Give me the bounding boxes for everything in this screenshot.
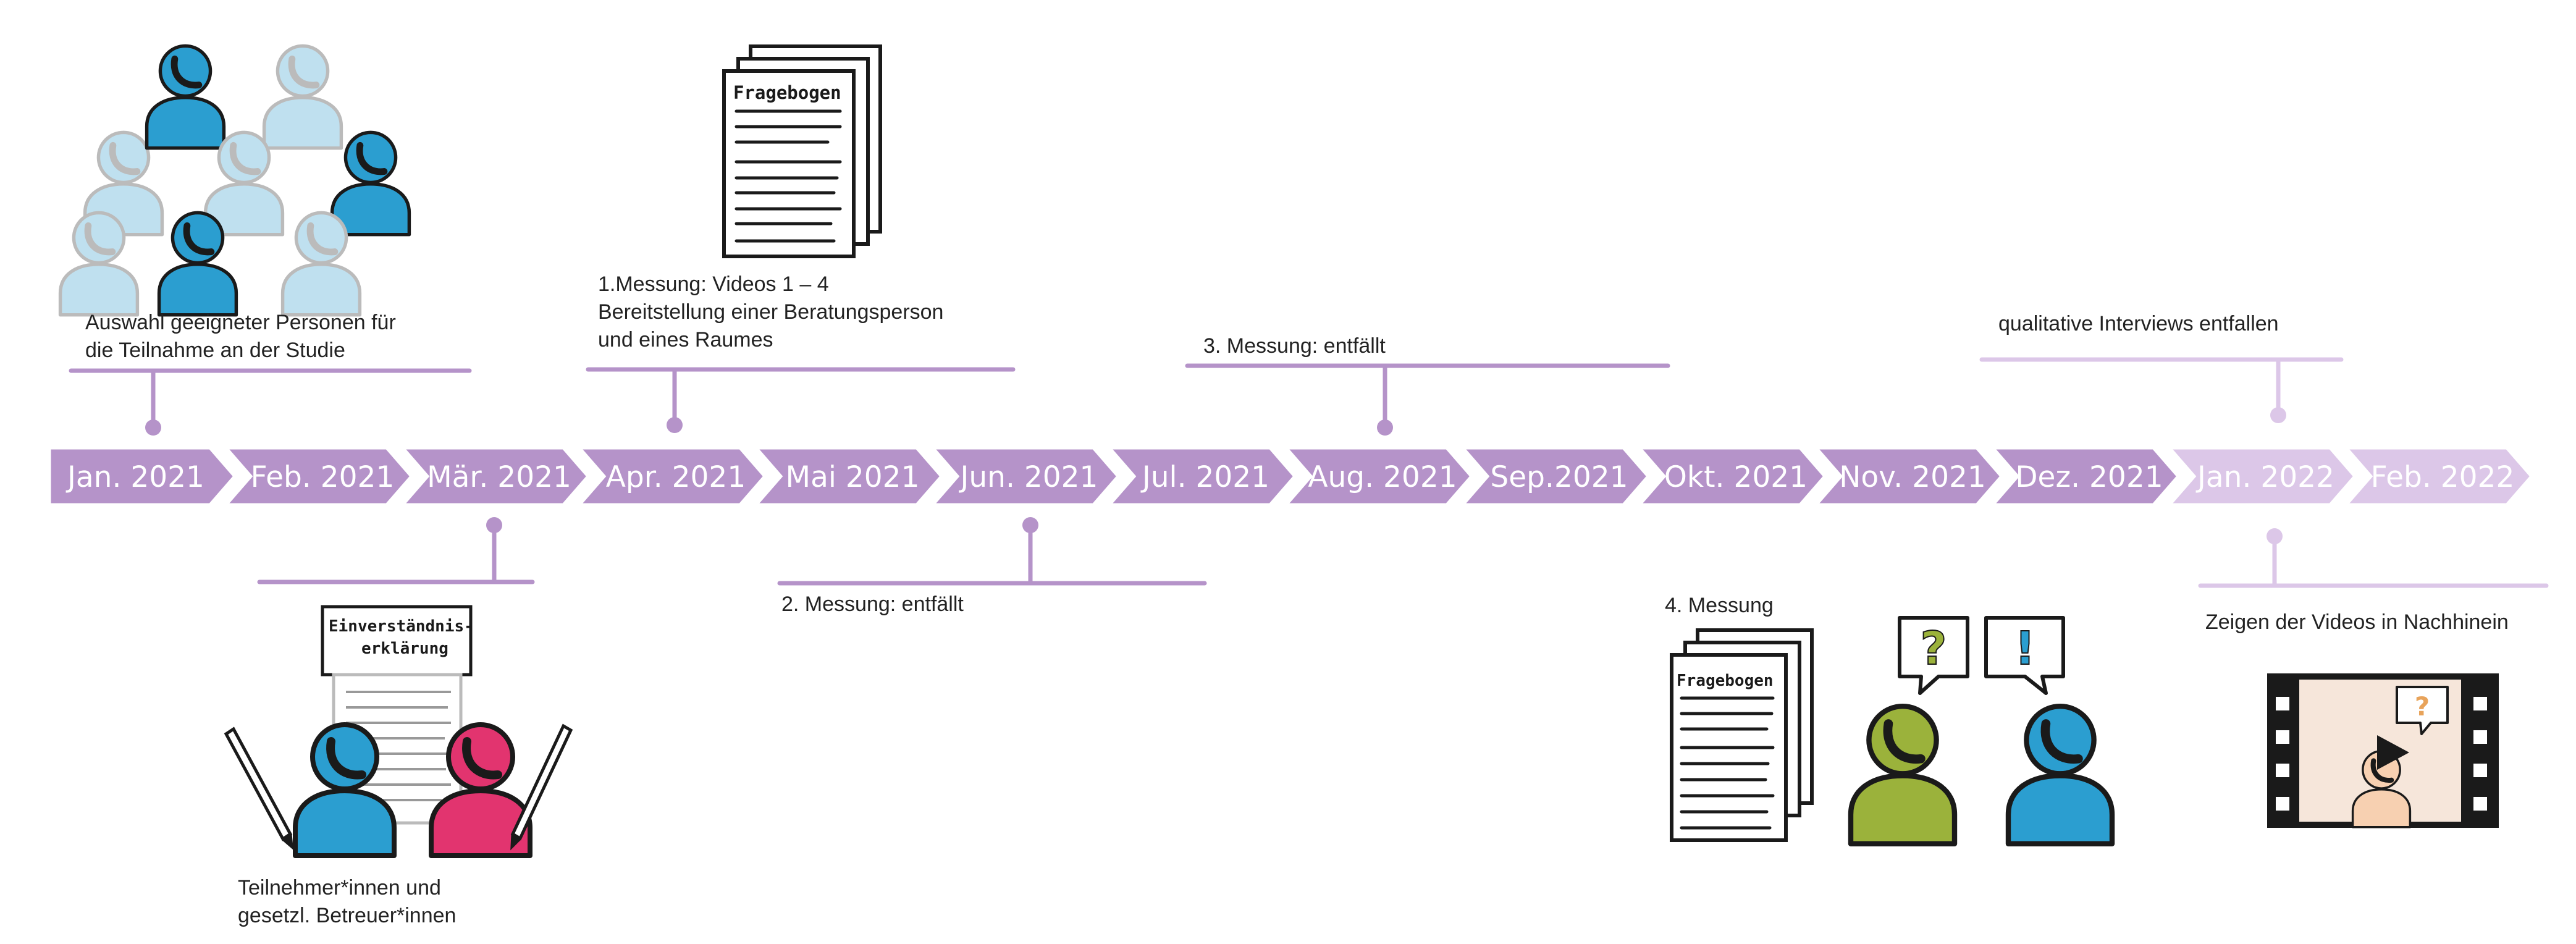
month-chevron-12 <box>1989 446 2181 507</box>
event-label-measurement-2: 2. Messung: entfällt <box>781 592 964 616</box>
person-icon <box>332 132 410 234</box>
month-label: Okt. 2021 <box>1664 460 1808 494</box>
interviewee-person-icon <box>2008 706 2112 844</box>
month-chevron-1 <box>48 446 237 507</box>
event-label-videos-shown: Zeigen der Videos in Nachhinein <box>2205 610 2509 634</box>
month-label: Feb. 2022 <box>2371 460 2515 494</box>
month-chevron-10 <box>1636 446 1827 507</box>
connector-measurement-3 <box>1185 363 1670 430</box>
month-chevron-11 <box>1812 446 2004 507</box>
month-chevron-row: Jan. 2021 Feb. 2021 Mär. 2021 Apr. 2021 Mai … <box>48 446 2534 507</box>
month-chevron-13 <box>2166 446 2357 507</box>
question-mark: ? <box>2415 691 2430 722</box>
event-connectors <box>69 357 2549 588</box>
person-icon <box>264 46 342 148</box>
questionnaire-title: Fragebogen <box>733 82 841 103</box>
event-label-interviews: qualitative Interviews entfallen <box>1998 312 2279 335</box>
month-label: Nov. 2021 <box>1839 460 1986 494</box>
month-label: Jun. 2021 <box>959 460 1098 494</box>
month-label: Jul. 2021 <box>1140 460 1269 494</box>
connector-interviews <box>1979 357 2344 418</box>
connector-dot-interviews <box>2270 407 2286 423</box>
play-icon <box>2377 735 2409 770</box>
connector-measurement-1 <box>586 367 1016 428</box>
connector-videos-shown <box>2198 534 2549 588</box>
people-group-illustration <box>61 46 410 314</box>
month-chevron-2 <box>222 446 414 507</box>
exclamation-mark: ! <box>2014 622 2035 675</box>
event-label-measurement-1: 1.Messung: Videos 1 – 4 Bereitstellung e… <box>598 272 944 352</box>
connector-dot-consent <box>486 517 502 533</box>
speech-bubble-question-icon: ? <box>2396 686 2449 735</box>
question-mark: ? <box>1921 622 1947 675</box>
month-label: Jan. 2021 <box>65 460 204 494</box>
consent-illustration: Einverständnis- erklärung <box>224 605 573 856</box>
month-chevron-8 <box>1282 446 1474 507</box>
connector-dot-videos-shown <box>2267 528 2283 544</box>
month-label: Feb. 2021 <box>251 460 395 494</box>
questionnaire-stack-icon: Fragebogen <box>722 44 882 258</box>
connector-dot-measurement-1 <box>667 417 683 433</box>
connector-dot-measurement-2 <box>1022 517 1038 533</box>
month-label: Mai 2021 <box>786 460 920 494</box>
connector-dot-measurement-3 <box>1377 419 1393 436</box>
month-label: Aug. 2021 <box>1308 460 1457 494</box>
connector-measurement-2 <box>777 523 1207 586</box>
month-label: Mär. 2021 <box>427 460 571 494</box>
connector-dot-selection <box>145 419 161 436</box>
month-label: Apr. 2021 <box>606 460 746 494</box>
questionnaire-title: Fragebogen <box>1677 672 1774 690</box>
event-label-consent: Teilnehmer*innen und gesetzl. Betreuer*i… <box>238 876 457 927</box>
month-label: Dez. 2021 <box>2015 460 2163 494</box>
pen-icon <box>510 723 573 851</box>
event-label-measurement-3: 3. Messung: entfällt <box>1203 334 1386 358</box>
consent-form-title-1: Einverständnis- <box>329 617 474 636</box>
video-film-icon: ? <box>2267 673 2499 828</box>
connector-consent <box>257 523 535 584</box>
interviewer-person-icon <box>1851 706 1955 844</box>
connector-selection <box>69 368 472 430</box>
speech-bubble-exclamation-icon: ! <box>1984 616 2065 695</box>
month-label: Jan. 2022 <box>2195 460 2334 494</box>
month-chevron-14 <box>2342 446 2534 507</box>
event-label-selection: Auswahl geeigneter Personen für die Teil… <box>85 311 396 362</box>
speech-bubble-question-icon: ? <box>1898 616 1969 695</box>
event-label-measurement-4: 4. Messung <box>1665 594 1774 617</box>
person-icon <box>147 46 224 148</box>
month-chevron-7 <box>1106 446 1297 507</box>
month-chevron-5 <box>752 446 944 507</box>
consent-form-title-2: erklärung <box>361 639 448 658</box>
month-chevron-9 <box>1459 446 1651 507</box>
pen-icon <box>224 727 294 850</box>
month-label: Sep.2021 <box>1490 460 1628 494</box>
month-chevron-3 <box>399 446 591 507</box>
month-chevron-6 <box>929 446 1121 507</box>
questionnaire-stack-icon: Fragebogen <box>1670 628 1814 842</box>
measurement-4-illustration: Fragebogen ? ! <box>1670 616 2112 844</box>
month-chevron-4 <box>576 446 767 507</box>
